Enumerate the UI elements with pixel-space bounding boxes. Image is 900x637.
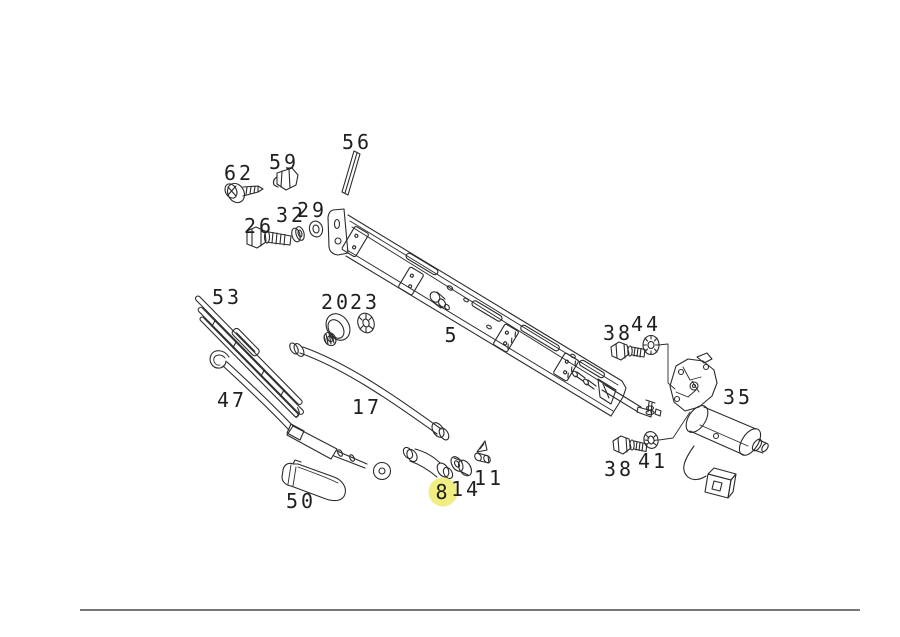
highlight-circle-part-8: [428, 477, 458, 507]
star-washer-44-drawing: [642, 334, 660, 356]
bolt-38-lower-drawing: [612, 435, 648, 455]
wiper-blade-53-drawing: [194, 295, 304, 419]
part-label-26[interactable]: 26: [244, 214, 274, 238]
part-label-50[interactable]: 50: [286, 489, 316, 513]
part-label-17[interactable]: 17: [352, 395, 382, 419]
part-label-23[interactable]: 23: [350, 290, 380, 314]
wiper-motor-35-drawing: [669, 352, 769, 499]
grommet-14-drawing: [450, 456, 473, 477]
part-label-56[interactable]: 56: [342, 130, 372, 154]
ring-29-drawing: [308, 220, 324, 238]
linkage-rod-17-drawing: [289, 342, 450, 441]
bolt-38-upper-drawing: [610, 341, 646, 361]
part-label-53[interactable]: 53: [212, 285, 242, 309]
star-washer-23-drawing: [357, 312, 375, 334]
part-label-35[interactable]: 35: [723, 385, 753, 409]
part-label-32[interactable]: 32: [276, 203, 306, 227]
part-label-14[interactable]: 14: [451, 477, 481, 501]
link-8-drawing: [402, 446, 454, 480]
part-label-8-highlighted[interactable]: 8: [435, 480, 450, 504]
part-label-47[interactable]: 47: [217, 388, 247, 412]
rod-56-drawing: [341, 150, 361, 196]
rail-pins-drawing: [571, 370, 597, 390]
washer-41-drawing: [643, 431, 659, 449]
part-label-38-upper[interactable]: 38: [603, 321, 633, 345]
part-label-44[interactable]: 44: [631, 312, 661, 336]
bushing-20-drawing: [323, 313, 351, 347]
part-label-5[interactable]: 5: [444, 323, 459, 347]
part-label-11[interactable]: 11: [474, 466, 504, 490]
part-label-41[interactable]: 41: [638, 449, 668, 473]
screw-62-drawing: [224, 182, 264, 204]
leader-line-44-motor: [657, 343, 676, 390]
ball-stud-drawing: [429, 291, 450, 311]
part-label-59[interactable]: 59: [269, 150, 299, 174]
part-label-29[interactable]: 29: [297, 198, 327, 222]
part-label-62[interactable]: 62: [224, 161, 254, 185]
washer-32-drawing: [291, 226, 305, 243]
wiper-arm-47-drawing: [209, 350, 392, 481]
clip-11-drawing: [474, 440, 491, 464]
part-label-20[interactable]: 20: [321, 290, 351, 314]
part-label-38-lower[interactable]: 38: [604, 457, 634, 481]
rail-5-drawing: [327, 208, 662, 418]
clip-59-drawing: [272, 167, 299, 191]
leader-line-41-motor: [658, 411, 691, 441]
arm-cover-50-drawing: [281, 459, 346, 502]
bolt-26-drawing: [246, 226, 292, 249]
